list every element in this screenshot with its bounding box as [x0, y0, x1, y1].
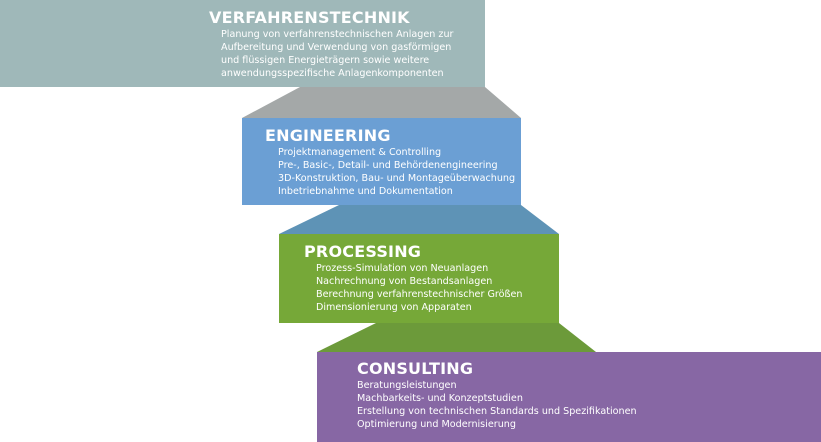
list-item: Machbarkeits- und Konzeptstudien — [357, 393, 523, 404]
list-item: anwendungsspezifische Anlagenkomponenten — [221, 68, 444, 79]
section-list-processing: Prozess-Simulation von Neuanlagen Nachre… — [304, 262, 559, 314]
list-item: Beratungsleistungen — [357, 380, 457, 391]
list-item: Aufbereitung und Verwendung von gasförmi… — [221, 42, 452, 53]
list-item: Optimierung und Modernisierung — [357, 419, 516, 430]
connector-verfahrenstechnik-engineering — [242, 87, 521, 118]
list-item: Dimensionierung von Apparaten — [316, 302, 472, 313]
list-item: Pre-, Basic-, Detail- und Behördenengine… — [278, 160, 498, 171]
section-list-engineering: Projektmanagement & Controlling Pre-, Ba… — [265, 146, 521, 198]
section-title-verfahrenstechnik: VERFAHRENSTECHNIK — [209, 8, 410, 27]
list-item: Projektmanagement & Controlling — [278, 147, 442, 158]
section-title-processing: PROCESSING — [304, 242, 422, 261]
list-item: und flüssigen Energieträgern sowie weite… — [221, 55, 430, 66]
connector-processing-consulting — [317, 323, 596, 352]
section-processing: PROCESSING Prozess-Simulation von Neuanl… — [279, 234, 559, 323]
connector-engineering-processing — [279, 205, 559, 234]
list-item: Nachrechnung von Bestandsanlagen — [316, 276, 493, 287]
section-title-consulting: CONSULTING — [357, 359, 474, 378]
section-verfahrenstechnik: VERFAHRENSTECHNIK Planung von verfahrens… — [0, 0, 485, 87]
section-list-consulting: Beratungsleistungen Machbarkeits- und Ko… — [357, 379, 821, 431]
section-engineering: ENGINEERING Projektmanagement & Controll… — [242, 118, 521, 205]
list-item: Erstellung von technischen Standards und… — [357, 406, 637, 417]
list-item: 3D-Konstruktion, Bau- und Montageüberwac… — [278, 173, 516, 184]
section-consulting: CONSULTING Beratungsleistungen Machbarke… — [317, 352, 821, 442]
list-item: Inbetriebnahme und Dokumentation — [278, 186, 453, 197]
section-list-verfahrenstechnik: Planung von verfahrenstechnischen Anlage… — [209, 28, 485, 80]
list-item: Planung von verfahrenstechnischen Anlage… — [221, 29, 454, 40]
section-title-engineering: ENGINEERING — [265, 126, 391, 145]
list-item: Berechnung verfahrenstechnischer Größen — [316, 289, 523, 300]
list-item: Prozess-Simulation von Neuanlagen — [316, 263, 489, 274]
